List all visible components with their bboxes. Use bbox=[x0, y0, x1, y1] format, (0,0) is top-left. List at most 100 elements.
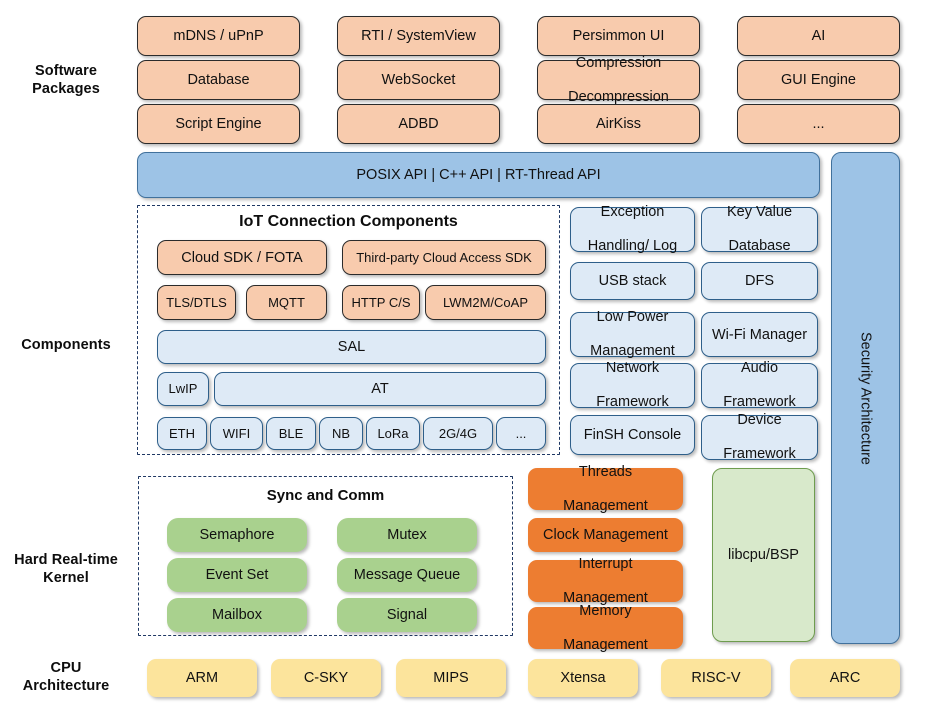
cpu-arc-label: ARC bbox=[829, 670, 861, 686]
package-more[interactable]: ... bbox=[737, 104, 900, 144]
sync-mailbox-label: Mailbox bbox=[212, 607, 262, 623]
row-label-software-packages-line1: Software bbox=[34, 63, 98, 79]
api-bar[interactable]: POSIX API | C++ API | RT-Thread API bbox=[137, 152, 820, 198]
api-bar-label: POSIX API | C++ API | RT-Thread API bbox=[356, 167, 601, 183]
component-usb-stack[interactable]: USB stack bbox=[570, 262, 695, 300]
package-persimmon-ui[interactable]: Persimmon UI bbox=[537, 16, 700, 56]
package-script-engine[interactable]: Script Engine bbox=[137, 104, 300, 144]
component-finsh-console[interactable]: FinSH Console bbox=[570, 415, 695, 455]
component-finsh-console-label: FinSH Console bbox=[583, 427, 682, 443]
iot-connection-group bbox=[137, 205, 560, 455]
kernel-threads-management[interactable]: Threads Management bbox=[528, 464, 683, 514]
component-exception-handling-log[interactable]: Exception Handling/ Log bbox=[570, 204, 695, 254]
component-device-line2: Framework bbox=[723, 446, 796, 462]
kernel-memory-management[interactable]: Memory Management bbox=[528, 603, 683, 653]
package-persimmon-ui-label: Persimmon UI bbox=[572, 28, 665, 44]
package-ai[interactable]: AI bbox=[737, 16, 900, 56]
security-architecture-column[interactable]: Security Architecture bbox=[831, 152, 900, 644]
iot-sal[interactable]: SAL bbox=[157, 330, 546, 364]
kernel-clock-management[interactable]: Clock Management bbox=[528, 518, 683, 552]
package-rti-systemview[interactable]: RTI / SystemView bbox=[337, 16, 500, 56]
iot-third-party-cloud-sdk[interactable]: Third-party Cloud Access SDK bbox=[342, 240, 546, 275]
iot-2g-4g[interactable]: 2G/4G bbox=[423, 417, 493, 450]
kernel-threads-line1: Threads bbox=[578, 463, 633, 480]
iot-eth[interactable]: ETH bbox=[157, 417, 207, 450]
cpu-risc-v-label: RISC-V bbox=[691, 670, 741, 686]
package-compression-line2: Decompression bbox=[568, 88, 669, 105]
iot-tls-dtls[interactable]: TLS/DTLS bbox=[157, 285, 236, 320]
iot-mqtt[interactable]: MQTT bbox=[246, 285, 327, 320]
component-network-framework[interactable]: Network Framework bbox=[570, 360, 695, 410]
iot-lora-label: LoRa bbox=[377, 425, 409, 441]
iot-more[interactable]: ... bbox=[496, 417, 546, 450]
package-websocket[interactable]: WebSocket bbox=[337, 60, 500, 100]
component-exception-line1: Exception bbox=[600, 204, 665, 220]
component-audio-framework[interactable]: Audio Framework bbox=[701, 360, 818, 410]
component-audio-line2: Framework bbox=[723, 394, 796, 410]
cpu-mips[interactable]: MIPS bbox=[396, 659, 506, 697]
row-label-cpu-architecture: CPU Architecture bbox=[0, 659, 132, 695]
iot-lwm2m-coap[interactable]: LWM2M/CoAP bbox=[425, 285, 546, 320]
component-keyvalue-line2: Database bbox=[728, 238, 791, 254]
sync-semaphore[interactable]: Semaphore bbox=[167, 518, 307, 552]
component-device-line1: Device bbox=[737, 412, 782, 428]
kernel-interrupt-management[interactable]: Interrupt Management bbox=[528, 556, 683, 606]
package-database[interactable]: Database bbox=[137, 60, 300, 100]
row-label-kernel: Hard Real-time Kernel bbox=[0, 551, 132, 587]
row-label-software-packages-line2: Packages bbox=[32, 81, 100, 97]
component-network-line1: Network bbox=[605, 360, 660, 376]
iot-wifi[interactable]: WIFI bbox=[210, 417, 263, 450]
sync-and-comm-title-text: Sync and Comm bbox=[266, 487, 385, 504]
sync-signal[interactable]: Signal bbox=[337, 598, 477, 632]
iot-eth-label: ETH bbox=[169, 425, 195, 441]
iot-nb[interactable]: NB bbox=[319, 417, 363, 450]
component-network-line2: Framework bbox=[596, 394, 669, 410]
package-mdns-upnp-label: mDNS / uPnP bbox=[173, 28, 264, 44]
cpu-mips-label: MIPS bbox=[433, 670, 469, 686]
sync-mailbox[interactable]: Mailbox bbox=[167, 598, 307, 632]
component-usb-stack-label: USB stack bbox=[598, 273, 667, 289]
component-key-value-database[interactable]: Key Value Database bbox=[701, 204, 818, 254]
component-exception-line2: Handling/ Log bbox=[587, 238, 678, 254]
kernel-interrupt-line1: Interrupt bbox=[578, 555, 633, 572]
cpu-xtensa[interactable]: Xtensa bbox=[528, 659, 638, 697]
sync-mutex-label: Mutex bbox=[387, 527, 427, 543]
package-script-engine-label: Script Engine bbox=[175, 116, 262, 132]
component-device-framework[interactable]: Device Framework bbox=[701, 412, 818, 462]
libcpu-bsp[interactable]: libcpu/BSP bbox=[712, 468, 815, 642]
iot-lwip[interactable]: LwIP bbox=[157, 372, 209, 406]
cpu-arm-label: ARM bbox=[185, 670, 219, 686]
cpu-c-sky[interactable]: C-SKY bbox=[271, 659, 381, 697]
package-websocket-label: WebSocket bbox=[381, 72, 456, 88]
iot-cloud-sdk-fota[interactable]: Cloud SDK / FOTA bbox=[157, 240, 327, 275]
package-mdns-upnp[interactable]: mDNS / uPnP bbox=[137, 16, 300, 56]
cpu-arm[interactable]: ARM bbox=[147, 659, 257, 697]
package-rti-systemview-label: RTI / SystemView bbox=[361, 28, 476, 44]
package-more-label: ... bbox=[812, 116, 825, 132]
package-gui-engine[interactable]: GUI Engine bbox=[737, 60, 900, 100]
sync-mutex[interactable]: Mutex bbox=[337, 518, 477, 552]
sync-message-queue[interactable]: Message Queue bbox=[337, 558, 477, 592]
iot-cloud-sdk-fota-label: Cloud SDK / FOTA bbox=[181, 249, 303, 266]
cpu-arc[interactable]: ARC bbox=[790, 659, 900, 697]
iot-ble-label: BLE bbox=[278, 425, 304, 441]
sync-and-comm-title: Sync and Comm bbox=[138, 487, 513, 504]
component-wifi-manager[interactable]: Wi-Fi Manager bbox=[701, 312, 818, 357]
iot-at-label: AT bbox=[371, 381, 389, 397]
package-airkiss[interactable]: AirKiss bbox=[537, 104, 700, 144]
iot-http-cs[interactable]: HTTP C/S bbox=[342, 285, 420, 320]
package-compression-decompression[interactable]: Compression Decompression bbox=[537, 55, 700, 105]
cpu-risc-v[interactable]: RISC-V bbox=[661, 659, 771, 697]
security-architecture-label: Security Architecture bbox=[857, 331, 874, 465]
component-dfs[interactable]: DFS bbox=[701, 262, 818, 300]
component-low-power-management[interactable]: Low Power Management bbox=[570, 309, 695, 359]
sync-event-set[interactable]: Event Set bbox=[167, 558, 307, 592]
sync-message-queue-label: Message Queue bbox=[353, 567, 461, 583]
iot-lora[interactable]: LoRa bbox=[366, 417, 420, 450]
package-adbd-label: ADBD bbox=[398, 116, 439, 132]
package-adbd[interactable]: ADBD bbox=[337, 104, 500, 144]
iot-wifi-label: WIFI bbox=[222, 425, 251, 441]
iot-ble[interactable]: BLE bbox=[266, 417, 316, 450]
iot-at[interactable]: AT bbox=[214, 372, 546, 406]
sync-signal-label: Signal bbox=[386, 607, 428, 623]
